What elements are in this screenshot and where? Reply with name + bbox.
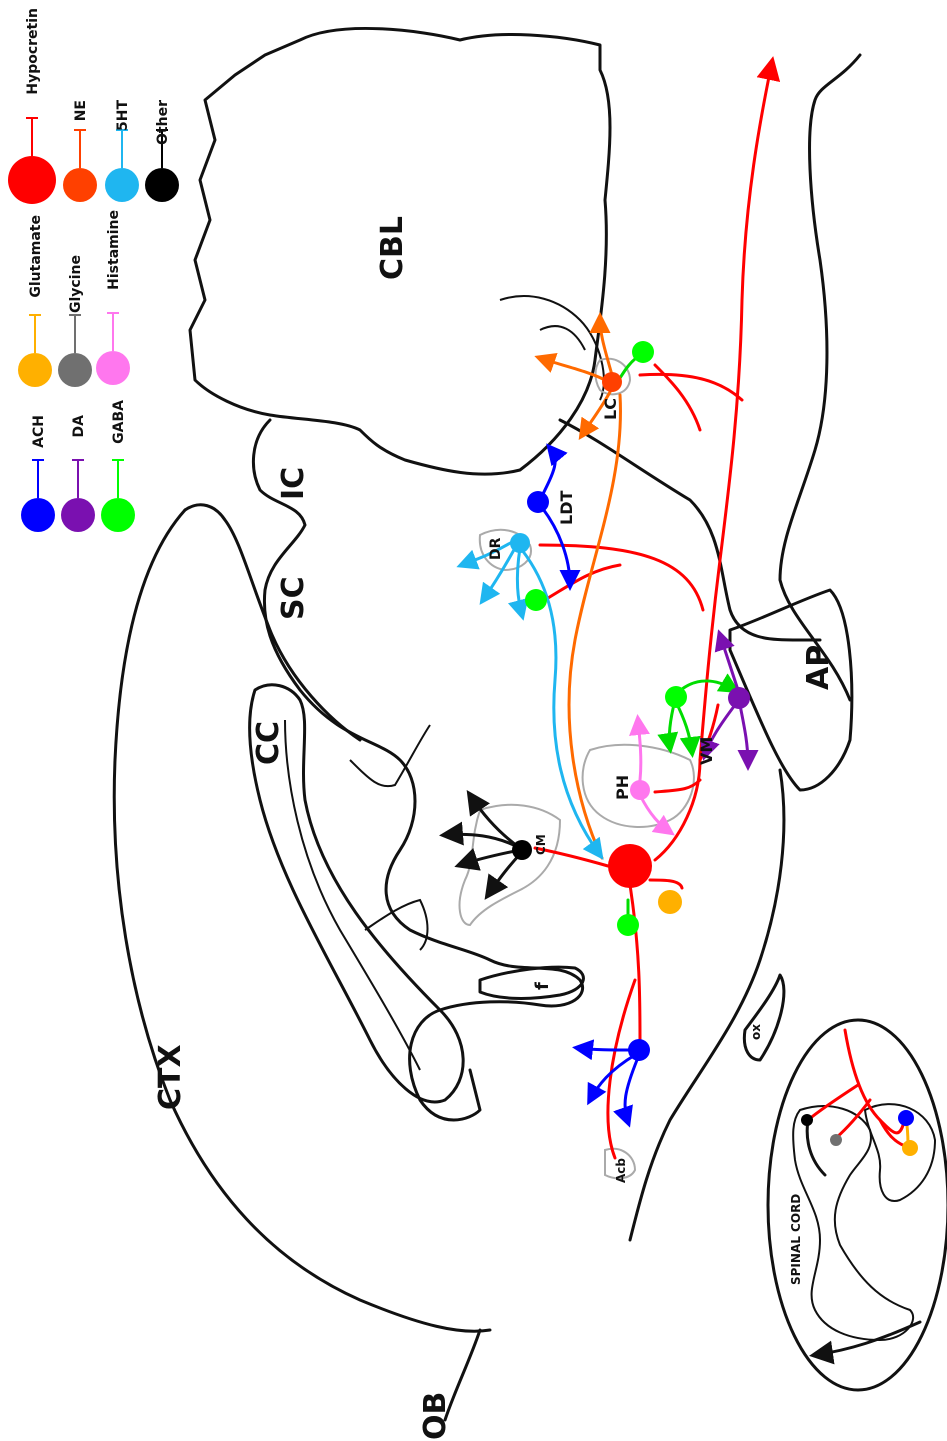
region-labels: CBL IC SC CC CTX OB AP f ox LC LDT DR VM… <box>153 216 836 1440</box>
cm-other-cell <box>512 840 532 860</box>
gaba-projections <box>620 355 735 925</box>
glutamate-cell <box>658 890 682 914</box>
label-vm: VM <box>697 737 716 765</box>
vm-gaba-cell <box>665 686 687 708</box>
legend-label-ne: NE <box>73 100 89 121</box>
ldt-ach-cell <box>527 491 549 513</box>
inset-glutamate-cell <box>902 1140 918 1156</box>
brain-outline <box>114 28 860 1420</box>
legend-swatch-histamine <box>96 351 130 385</box>
label-ox: ox <box>749 1024 763 1040</box>
label-sc: SC <box>276 576 311 620</box>
inset-other-cell <box>801 1114 813 1126</box>
gaba-cell-below <box>617 914 639 936</box>
legend-label-5ht: 5HT <box>115 100 131 131</box>
label-cc: CC <box>251 721 286 765</box>
other-projections <box>445 795 522 895</box>
legend-swatch-da <box>61 498 95 532</box>
legend-swatch-ne <box>63 168 97 202</box>
inset-glycine-cell <box>830 1134 842 1146</box>
lc-ne-cell <box>602 372 622 392</box>
histamine-projections <box>638 720 670 832</box>
label-ldt: LDT <box>557 491 576 525</box>
label-acb: Acb <box>614 1158 628 1183</box>
5ht-projections <box>462 542 600 855</box>
legend-label-hypocretin: Hypocretin <box>25 8 41 95</box>
legend-label-gaba: GABA <box>111 400 127 444</box>
legend-swatch-other <box>145 168 179 202</box>
label-ic: IC <box>276 467 311 500</box>
legend-swatch-gaba <box>101 498 135 532</box>
legend-label-ach: ACH <box>31 415 47 448</box>
label-f: f <box>532 982 553 990</box>
legend-swatch-glutamate <box>18 353 52 387</box>
legend-swatch-5ht <box>105 168 139 202</box>
legend-label-other: Other <box>155 100 171 145</box>
spinal-cord-inset: SPINAL CORD <box>768 1020 947 1390</box>
hypocretin-projections <box>535 62 772 1158</box>
hypocretin-cell-main <box>608 844 652 888</box>
label-cm: CM <box>534 834 548 855</box>
label-dr: DR <box>488 537 504 560</box>
vm-da-cell <box>728 687 750 709</box>
ph-histamine-cell <box>630 780 650 800</box>
legend-label-glutamate: Glutamate <box>28 215 44 298</box>
label-ctx: CTX <box>153 1044 188 1110</box>
label-cbl: CBL <box>375 216 410 280</box>
lc-gaba-cell <box>632 341 654 363</box>
legend-label-glycine: Glycine <box>68 255 84 313</box>
ventral-outline <box>560 420 820 640</box>
ach-cell-basal <box>628 1039 650 1061</box>
label-spinal-cord: SPINAL CORD <box>789 1194 803 1285</box>
dr-5ht-cell <box>510 533 530 553</box>
legend-label-histamine: Histamine <box>106 210 122 290</box>
legend-swatch-hypocretin <box>8 156 56 204</box>
label-lc: LC <box>601 398 620 420</box>
label-ap: AP <box>801 645 836 690</box>
dr-gaba-cell <box>525 589 547 611</box>
label-ob: OB <box>418 1392 453 1440</box>
legend-label-da: DA <box>71 415 87 438</box>
legend-swatch-glycine <box>58 353 92 387</box>
inset-ach-cell <box>898 1110 914 1126</box>
legend-swatch-ach <box>21 498 55 532</box>
label-ph: PH <box>613 775 632 800</box>
